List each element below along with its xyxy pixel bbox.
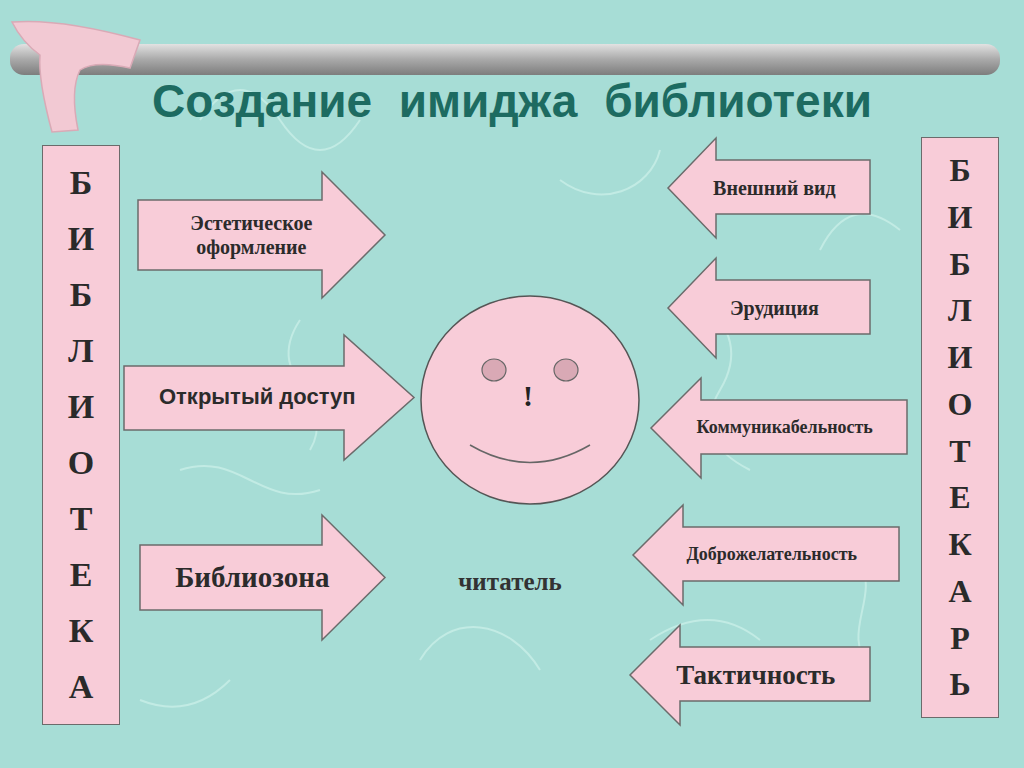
arrow-text-area: Открытый доступ — [132, 335, 383, 460]
top-bar — [10, 44, 1000, 75]
arrow-label: Внешний вид — [713, 176, 836, 200]
arrow-label: Эрудиция — [730, 296, 819, 320]
left-arrow: Эрудиция — [668, 258, 870, 358]
right-arrow: Эстетическое оформление — [138, 172, 385, 298]
arrow-text-area: Эрудиция — [685, 258, 864, 358]
arrow-text-area: Доброжелательность — [651, 505, 894, 605]
arrow-label: Тактичность — [676, 659, 835, 691]
arrow-outline — [138, 172, 385, 298]
vertical-label: БИБЛИОТЕКАРЬ — [944, 147, 976, 708]
arrow-outline — [633, 505, 899, 605]
arrow-outline — [124, 335, 414, 460]
left-arrow: Тактичность — [630, 625, 870, 725]
arrow-text-area: Тактичность — [648, 625, 865, 725]
arrow-label: Эстетическое оформление — [146, 211, 357, 259]
arrow-outline — [140, 515, 385, 640]
arrow-text-area: Эстетическое оформление — [146, 172, 357, 298]
arrow-label: Коммуникабельность — [697, 417, 873, 439]
vertical-band: БИБЛИОТЕКА — [42, 145, 120, 725]
arrow-text-area: Внешний вид — [685, 138, 864, 238]
arrow-label: Открытый доступ — [159, 384, 356, 410]
arrow-label: Доброжелательность — [686, 544, 857, 566]
eye — [554, 359, 578, 381]
arrow-outline — [668, 258, 870, 358]
squiggle-texture — [140, 90, 900, 707]
right-arrow: Открытый доступ — [124, 335, 414, 460]
vertical-band: БИБЛИОТЕКАРЬ — [921, 137, 999, 718]
arrow-outline — [630, 625, 870, 725]
arrow-label: Библиозона — [175, 560, 329, 595]
left-arrow: Коммуникабельность — [651, 378, 907, 478]
arrow-outline — [651, 378, 907, 478]
arrow-shape — [138, 172, 385, 298]
reader-label: читатель — [390, 568, 630, 596]
face-circle — [421, 296, 639, 504]
nose-mark: ! — [510, 381, 546, 411]
left-arrow: Доброжелательность — [633, 505, 899, 605]
left-arrow: Внешний вид — [668, 138, 870, 238]
eye — [482, 359, 506, 381]
right-arrow: Библиозона — [140, 515, 385, 640]
vertical-label: БИБЛИОТЕКА — [64, 155, 98, 715]
boomerang-ornament — [12, 21, 140, 132]
arrow-text-area: Библиозона — [148, 515, 357, 640]
arrow-outline — [668, 138, 870, 238]
arrow-text-area: Коммуникабельность — [669, 378, 902, 478]
smile — [470, 445, 590, 463]
reader-face: !читатель — [420, 295, 640, 505]
slide-title: Создание имиджа библиотеки — [0, 74, 1024, 128]
